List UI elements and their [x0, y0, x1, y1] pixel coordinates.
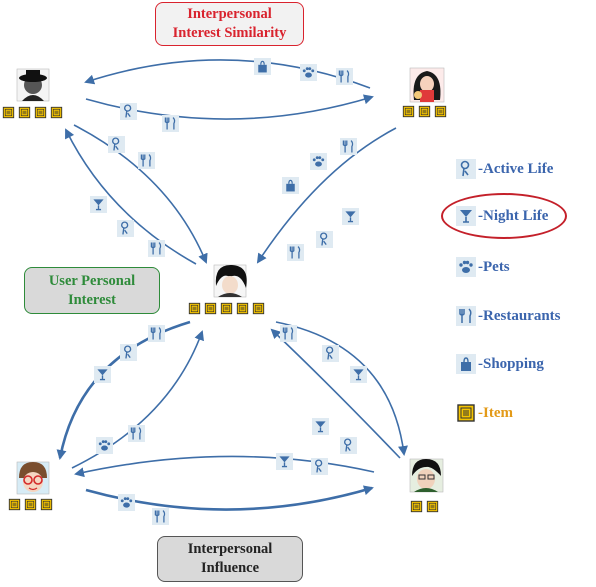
restaurants-icon: [340, 138, 357, 155]
item-icon: [18, 106, 31, 119]
glasses-avatar: [16, 461, 50, 495]
item-row: [8, 498, 53, 511]
legend-item-pets: -Pets: [456, 256, 510, 278]
box-line: Interest: [67, 291, 117, 308]
shopping-icon: [282, 177, 299, 194]
pets-icon: [300, 64, 317, 81]
legend-label: -Pets: [478, 258, 510, 275]
arrow-topright-to-center: [256, 127, 397, 264]
pets-icon: [310, 153, 327, 170]
arrow-topright-to-topleft: [84, 59, 371, 89]
restaurants-icon: [148, 325, 165, 342]
legend-label: -Active Life: [478, 160, 554, 177]
item-row: [402, 105, 447, 118]
user-top-left: [2, 68, 63, 119]
active-life-icon: [117, 220, 134, 237]
restaurants-icon: [336, 68, 353, 85]
black-hat-avatar: [16, 68, 50, 102]
active-life-icon: [316, 231, 333, 248]
active-life-icon: [456, 159, 476, 179]
night-life-icon: [350, 366, 367, 383]
restaurants-icon: [138, 152, 155, 169]
item-row: [188, 302, 265, 315]
item-row: [410, 500, 439, 513]
box-line: User Personal: [48, 272, 136, 289]
item-icon: [236, 302, 249, 315]
item-row: [2, 106, 63, 119]
restaurants-icon: [152, 508, 169, 525]
user-top-right: [402, 67, 447, 118]
item-icon: [50, 106, 63, 119]
restaurants-icon: [280, 325, 297, 342]
item-icon: [410, 500, 423, 513]
item-icon: [40, 498, 53, 511]
legend-item-item: -Item: [456, 402, 513, 424]
active-life-icon: [311, 458, 328, 475]
girl-avatar: [409, 67, 445, 103]
item-icon: [457, 404, 475, 422]
arrow-center-to-topleft: [65, 128, 197, 265]
active-life-icon: [120, 103, 137, 120]
night-life-highlight-ellipse: [441, 193, 567, 239]
item-icon: [220, 302, 233, 315]
restaurants-icon: [128, 425, 145, 442]
restaurants-icon: [456, 306, 476, 326]
box-line: Interpersonal: [187, 541, 273, 557]
active-life-icon: [322, 345, 339, 362]
legend-item-active-life: -Active Life: [456, 158, 553, 180]
legend-item-restaurants: -Restaurants: [456, 305, 561, 327]
item-icon: [188, 302, 201, 315]
item-icon: [34, 106, 47, 119]
user-bottom-right: [409, 458, 444, 513]
night-life-icon: [312, 418, 329, 435]
pets-icon: [96, 437, 113, 454]
legend-label: -Item: [478, 404, 513, 421]
user-center: [188, 264, 265, 315]
item-icon: [8, 498, 21, 511]
man-avatar: [409, 458, 444, 493]
arrow-topleft-to-center: [73, 124, 208, 264]
restaurants-icon: [148, 240, 165, 257]
user-bottom-left: [8, 461, 53, 511]
item-icon: [24, 498, 37, 511]
active-life-icon: [108, 136, 125, 153]
item-icon: [418, 105, 431, 118]
box-line: Interpersonal: [187, 6, 272, 22]
item-icon: [204, 302, 217, 315]
night-life-icon: [276, 453, 293, 470]
pets-icon: [118, 494, 135, 511]
boy-avatar: [213, 264, 247, 298]
arrow-bottomright-to-bottomleft: [74, 455, 375, 478]
shopping-icon: [456, 354, 476, 374]
restaurants-icon: [162, 115, 179, 132]
night-life-icon: [90, 196, 107, 213]
item-icon: [2, 106, 15, 119]
legend-label: -Shopping: [478, 355, 544, 372]
item-icon: [434, 105, 447, 118]
night-life-icon: [342, 208, 359, 225]
item-icon: [252, 302, 265, 315]
arrow-bottomleft-to-center: [71, 330, 204, 469]
active-life-icon: [120, 344, 137, 361]
pets-icon: [456, 257, 476, 277]
item-icon: [426, 500, 439, 513]
restaurants-icon: [287, 244, 304, 261]
active-life-icon: [340, 437, 357, 454]
night-life-icon: [94, 366, 111, 383]
arrow-bottomright-to-center: [270, 328, 401, 459]
legend-item-shopping: -Shopping: [456, 353, 544, 375]
box-line: Interest Similarity: [172, 25, 287, 41]
legend-label: -Restaurants: [478, 307, 561, 324]
box-line: Influence: [201, 560, 259, 576]
shopping-icon: [254, 58, 271, 75]
item-icon: [402, 105, 415, 118]
